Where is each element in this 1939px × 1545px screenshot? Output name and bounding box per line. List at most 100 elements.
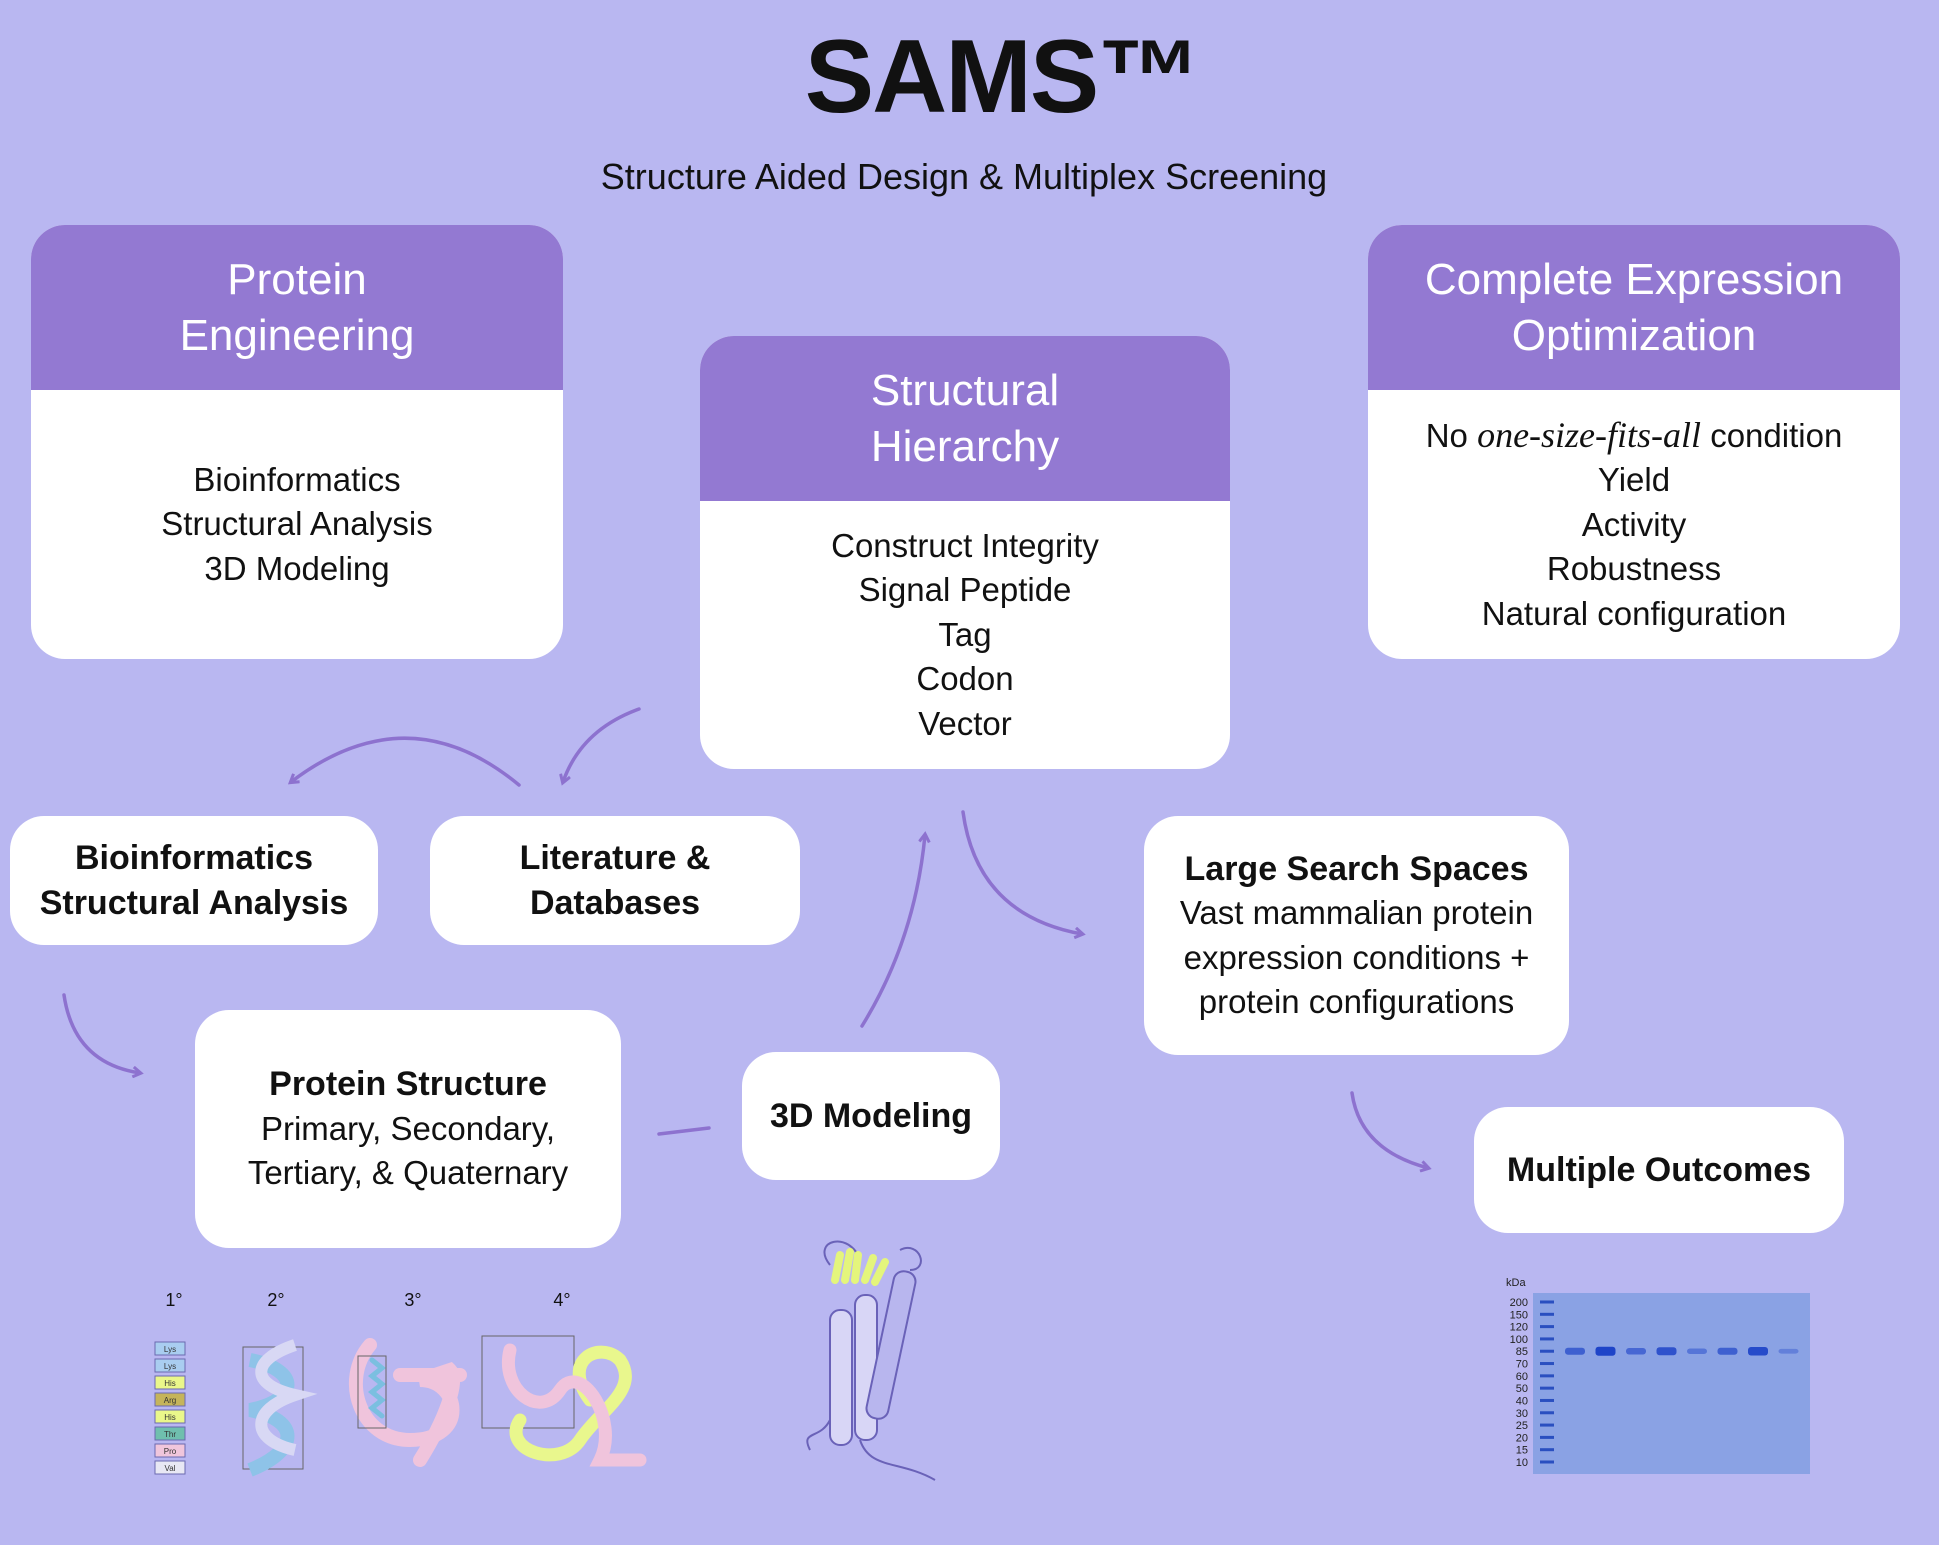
card-body: No one-size-fits-all condition Yield Act… [1368,390,1900,659]
ladder-band [1540,1448,1554,1452]
amino-acid-label: Val [165,1464,176,1473]
amino-acid-box [154,1443,186,1458]
literature-node: Literature &Databases [430,816,800,945]
list-item: Vector [918,704,1012,742]
amino-acid-label: Pro [164,1447,177,1456]
gel-image [1533,1293,1810,1474]
ladder-band [1540,1411,1554,1415]
sample-band [1717,1347,1738,1355]
node-line: Tertiary, & Quaternary [247,1154,569,1192]
card-header: Structural Hierarchy [700,336,1230,501]
amino-acid-box [154,1341,186,1356]
list-item: Construct Integrity [831,526,1099,564]
ladder-band [1540,1435,1554,1439]
amino-acid-box [154,1460,186,1475]
list-item: No one-size-fits-all condition [1368,413,1900,459]
sample-band [1687,1348,1707,1354]
protein-structure-node: Protein Structure Primary, Secondary,Ter… [195,1010,621,1248]
list-item: Bioinformatics [193,460,401,498]
node-line: Bioinformatics [74,839,314,877]
ladder-label: 20 [1516,1432,1528,1444]
ladder-label: 150 [1510,1309,1528,1321]
arrow-hierarchy-to-search [961,810,1082,934]
large-search-node: Large Search Spaces Vast mammalian prote… [1144,816,1569,1055]
list-item: Signal Peptide [858,571,1072,609]
text-pre: No [1425,416,1478,454]
level-label: 1° [165,1290,182,1310]
3d-modeling-node: 3D Modeling [742,1052,1000,1180]
ladder-label: 120 [1510,1322,1528,1334]
ladder-label: 85 [1516,1346,1528,1358]
text-italic: one-size-fits-all [1477,414,1702,455]
protein-engineering-card: Protein Engineering Bioinformatics Struc… [31,225,563,659]
secondary-helix-icon [242,1339,318,1477]
sample-band [1778,1348,1799,1354]
card-title-line: Structural [870,365,1060,415]
ladder-band [1540,1398,1554,1402]
card-title-line: Engineering [179,310,415,360]
sample-band [1626,1347,1646,1355]
card-body: Construct Integrity Signal Peptide Tag C… [700,501,1230,769]
list-item: Robustness [1546,550,1722,588]
sample-band [1565,1347,1585,1355]
node-line: protein configurations [1198,983,1515,1020]
node-line: Primary, Secondary, [260,1109,556,1147]
arrow-bioinformatics-to-structure [62,993,140,1073]
card-title-line: Optimization [1511,310,1757,360]
amino-acid-label: Lys [164,1362,176,1371]
tertiary-fold-icon [348,1338,467,1467]
node-title: Large Search Spaces [1184,849,1529,888]
amino-acid-box [154,1358,186,1373]
ladder-band [1540,1349,1554,1353]
list-item: 3D Modeling [204,549,390,587]
structural-hierarchy-card: Structural Hierarchy Construct Integrity… [700,336,1230,769]
arrow-search-to-outcomes [1350,1091,1428,1168]
node-line: Structural Analysis [39,883,349,922]
ladder-label: 15 [1516,1445,1528,1457]
amino-acid-box [154,1392,186,1407]
quaternary-fold-icon [481,1335,647,1467]
arrow-structure-to-modeling [657,1126,711,1136]
gel-unit-label: kDa [1506,1277,1526,1289]
page-subtitle: Structure Aided Design & Multiplex Scree… [600,156,1328,197]
ladder-label: 50 [1516,1383,1528,1395]
node-line: Vast mammalian protein [1179,894,1534,931]
amino-acid-box [154,1426,186,1441]
multiple-outcomes-node: Multiple Outcomes [1474,1107,1844,1233]
sample-band [1595,1346,1616,1356]
ladder-label: 100 [1510,1334,1528,1346]
card-header: Protein Engineering [31,225,563,390]
level-label: 4° [553,1290,570,1310]
node-title: Multiple Outcomes [1506,1150,1812,1189]
level-label: 2° [267,1290,284,1310]
arrow-literature-to-bioinformatics [291,736,521,787]
ladder-label: 25 [1516,1420,1528,1432]
list-item: Natural configuration [1481,594,1787,632]
page-title: SAMS™ [804,19,1201,135]
ladder-label: 70 [1516,1359,1528,1371]
list-item: Activity [1581,505,1687,543]
sample-band [1656,1347,1677,1356]
ladder-band [1540,1300,1554,1304]
card-title-line: Protein [227,254,367,304]
ladder-band [1540,1362,1554,1366]
card-body: Bioinformatics Structural Analysis 3D Mo… [31,390,563,659]
arrow-hierarchy-to-literature [563,707,641,782]
ladder-band [1540,1312,1554,1316]
ladder-band [1540,1423,1554,1427]
ladder-band [1540,1386,1554,1390]
ladder-band [1540,1337,1554,1341]
ladder-band [1540,1460,1554,1464]
complete-expression-card: Complete Expression Optimization No one-… [1368,225,1900,659]
level-label: 3° [404,1290,421,1310]
card-header: Complete Expression Optimization [1368,225,1900,390]
card-title-line: Complete Expression [1424,254,1844,304]
node-title: 3D Modeling [769,1096,973,1135]
arrow-modeling-to-hierarchy [860,835,925,1028]
node-line: expression conditions + [1183,938,1530,976]
